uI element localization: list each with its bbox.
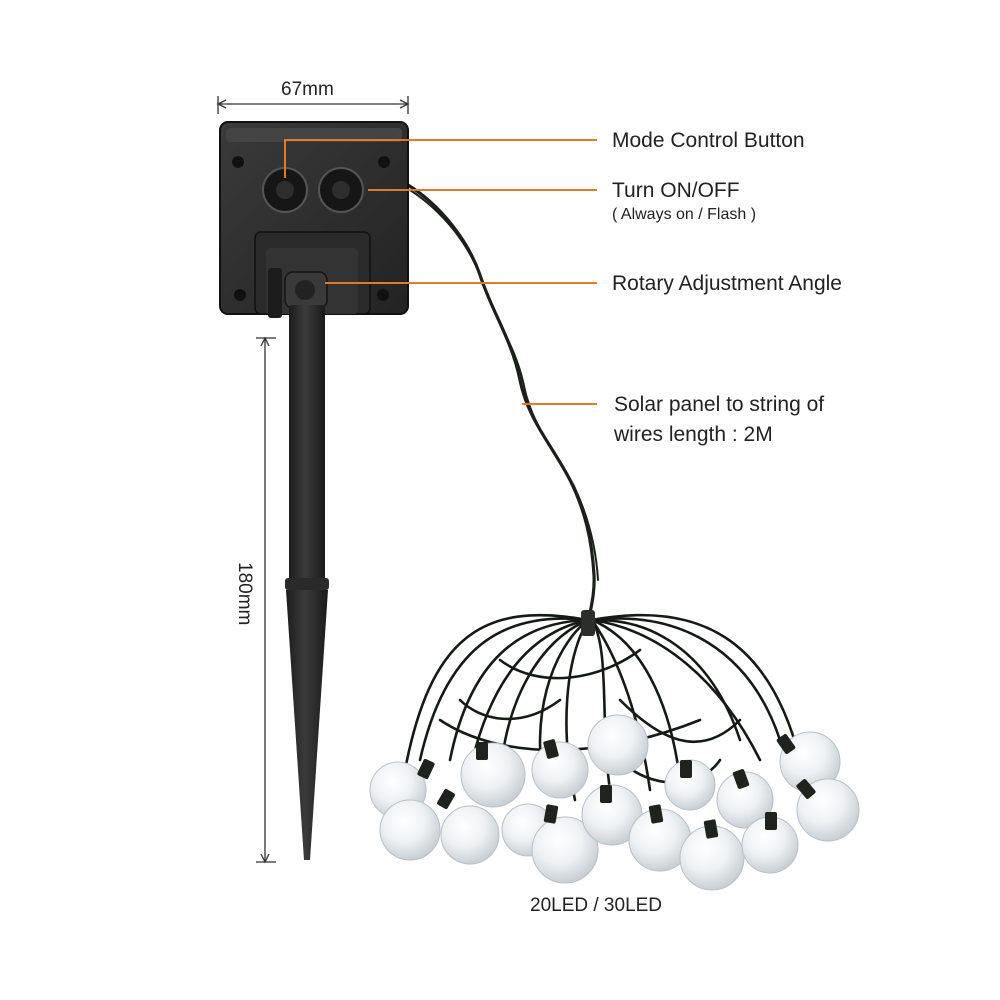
led-count-label: 20LED / 30LED: [530, 895, 663, 916]
wire-icon: [406, 183, 599, 627]
callout-power: Turn ON/OFF: [612, 179, 740, 202]
callout-rotary: Rotary Adjustment Angle: [612, 272, 842, 295]
led-sockets: [417, 733, 816, 839]
width-dimension-label: 67mm: [281, 79, 334, 100]
callout-lines: [284, 139, 597, 405]
ground-stake-icon: [285, 305, 329, 860]
height-dimension-line: [256, 336, 276, 864]
height-dimension-label: 180mm: [234, 562, 255, 626]
callout-power-modes: ( Always on / Flash ): [612, 206, 757, 223]
width-dimension-line: [216, 96, 410, 114]
callout-wire-line2: wires length : 2M: [614, 423, 773, 446]
solar-panel-icon: [219, 121, 409, 318]
led-bulb-icon: [369, 714, 860, 891]
callout-mode-button: Mode Control Button: [612, 129, 805, 152]
callout-wire-line1: Solar panel to string of: [614, 393, 825, 416]
